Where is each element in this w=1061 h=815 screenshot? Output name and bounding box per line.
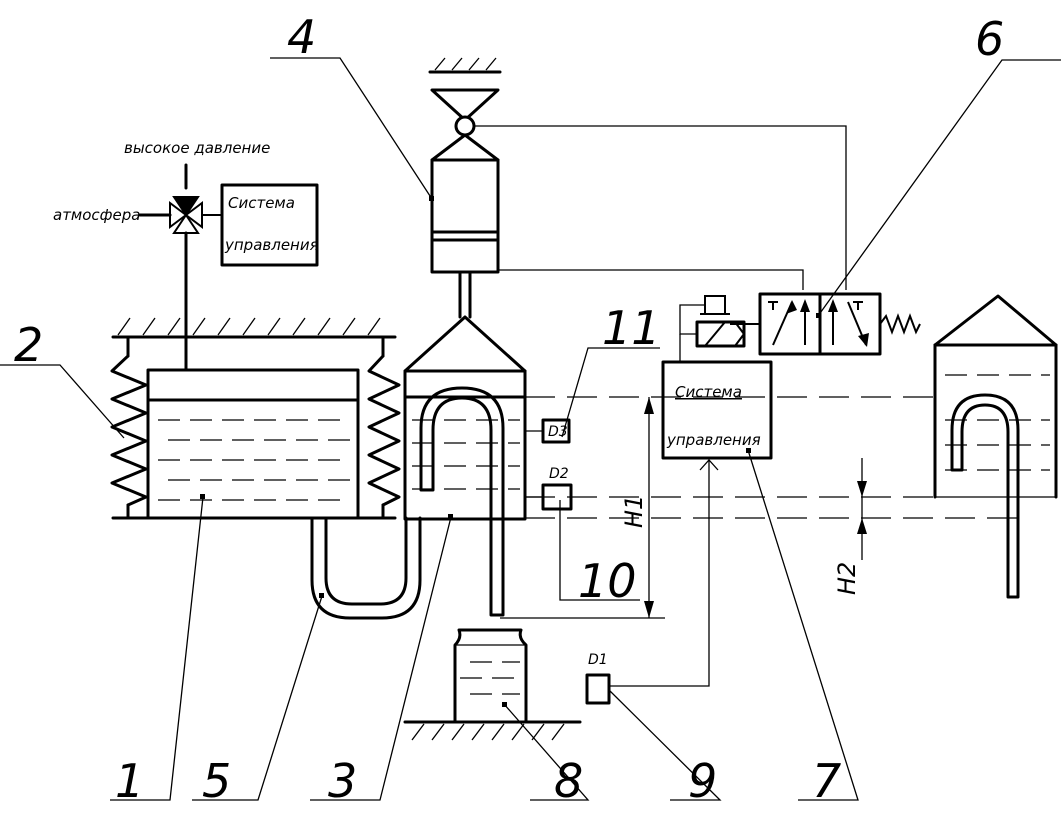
callout-10: 10 xyxy=(578,554,637,608)
ceiling-hatch xyxy=(111,317,397,339)
leaders-10-11 xyxy=(559,347,660,601)
svg-text:управления: управления xyxy=(666,431,761,449)
container-8 xyxy=(403,628,582,741)
callout-8: 8 xyxy=(554,754,583,808)
svg-text:Система: Система xyxy=(675,383,742,401)
callout-5: 5 xyxy=(202,754,231,808)
sensor-d2: D2 xyxy=(525,466,573,511)
callout-2: 2 xyxy=(14,318,43,372)
u-tube-5 xyxy=(310,516,422,620)
callout-9: 9 xyxy=(688,754,717,808)
svg-text:D1: D1 xyxy=(588,652,608,668)
three-way-valve[interactable] xyxy=(138,163,222,249)
control-system-7: Система управления xyxy=(661,360,773,460)
control-system-top: Система управления xyxy=(220,183,319,267)
callout-1: 1 xyxy=(115,754,144,808)
atmosphere-label: атмосфера xyxy=(53,206,140,224)
callout-3: 3 xyxy=(328,754,357,808)
solenoid xyxy=(679,295,746,362)
dimension-h1: H1 xyxy=(500,396,940,619)
callout-4: 4 xyxy=(287,10,316,64)
directional-valve-6[interactable] xyxy=(730,292,921,356)
tank-1 xyxy=(111,368,397,520)
callout-leaders xyxy=(0,57,1061,801)
high-pressure-label: высокое давление xyxy=(124,139,270,157)
dimension-h2: H2 xyxy=(525,458,1021,595)
cylinder-4 xyxy=(428,57,502,319)
callout-6: 6 xyxy=(975,12,1004,66)
sensor-d3: D3 xyxy=(525,418,571,444)
bellows-left xyxy=(110,335,148,520)
bellows-right xyxy=(367,335,401,520)
svg-text:Система: Система xyxy=(228,194,295,212)
cylinder-lines xyxy=(474,125,847,290)
sensor-d1: D1 xyxy=(585,459,719,705)
vessel-3 xyxy=(403,315,527,617)
svg-text:D2: D2 xyxy=(549,466,569,482)
svg-text:управления: управления xyxy=(224,236,319,254)
svg-text:H2: H2 xyxy=(833,562,861,595)
callout-11: 11 xyxy=(602,301,661,355)
svg-text:H1: H1 xyxy=(620,495,648,528)
detail-tank xyxy=(933,294,1058,599)
callout-7: 7 xyxy=(812,754,841,808)
